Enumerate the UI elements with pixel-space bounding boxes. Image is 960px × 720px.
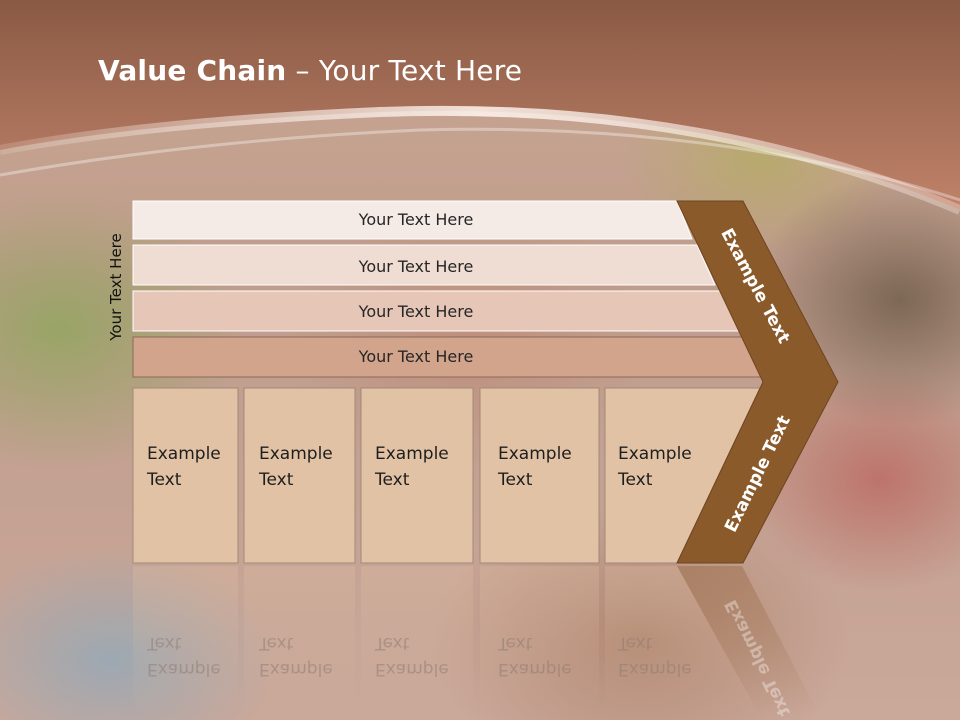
primary-box-2-line1: Example	[259, 444, 333, 464]
primary-box-2-line2: Text	[258, 470, 294, 490]
diagram-reflection: Example Text Example Text Example Text E…	[133, 566, 820, 720]
reflection-text-3b: Text	[374, 633, 410, 653]
support-row-4-label: Your Text Here	[358, 347, 474, 366]
support-row-1	[132, 200, 693, 240]
reflection-box-4	[480, 566, 599, 716]
primary-box-3	[360, 387, 474, 564]
reflection-box-3	[361, 566, 473, 716]
reflection-text-4b: Text	[497, 633, 533, 653]
title-bold: Value Chain	[98, 54, 287, 87]
primary-box-3-line1: Example	[375, 444, 449, 464]
title-rest: – Your Text Here	[286, 54, 523, 87]
primary-box-1	[132, 387, 239, 564]
support-row-2-label: Your Text Here	[358, 257, 474, 276]
reflection-text-2b: Text	[258, 633, 294, 653]
slide-title: Value Chain – Your Text Here	[98, 54, 522, 87]
reflection-text-3: Example	[375, 659, 449, 679]
primary-box-4-line1: Example	[498, 444, 572, 464]
primary-box-5-line2: Text	[617, 470, 653, 490]
primary-box-5-line1: Example	[618, 444, 692, 464]
primary-box-1-line1: Example	[147, 444, 221, 464]
reflection-text-5b: Text	[617, 633, 653, 653]
margin-chevron	[676, 200, 839, 564]
support-row-1-label: Your Text Here	[358, 210, 474, 229]
primary-box-4-line2: Text	[497, 470, 533, 490]
reflection-text-1: Example	[147, 659, 221, 679]
reflection-text-2: Example	[259, 659, 333, 679]
support-row-3-label: Your Text Here	[358, 302, 474, 321]
reflection-text-1b: Text	[146, 633, 182, 653]
reflection-box-1	[133, 566, 238, 716]
support-row-2	[132, 244, 716, 286]
reflection-text-4: Example	[498, 659, 572, 679]
primary-box-4	[479, 387, 600, 564]
reflection-text-5: Example	[618, 659, 692, 679]
reflection-chevron	[677, 566, 820, 716]
reflection-box-5	[605, 566, 760, 716]
primary-box-1-line2: Text	[146, 470, 182, 490]
primary-box-3-line2: Text	[374, 470, 410, 490]
title-banner	[0, 0, 960, 215]
reflection-box-2	[244, 566, 355, 716]
primary-box-2	[243, 387, 356, 564]
